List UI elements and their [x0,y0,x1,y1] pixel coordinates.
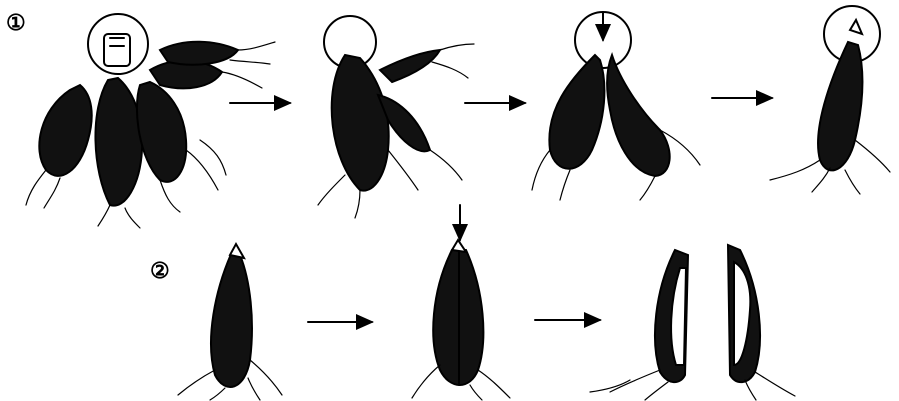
row2-cut-figure [412,205,510,400]
row2-halves-figure [590,245,795,400]
step-label-1: ① [6,10,26,36]
step-label-2: ② [150,258,170,284]
partial-separation-figure [318,16,474,218]
row2-tuber-figure [178,244,282,400]
two-tubers-figure [532,12,700,200]
tuber-clump-figure [26,14,275,228]
single-tuber-figure [770,6,890,194]
